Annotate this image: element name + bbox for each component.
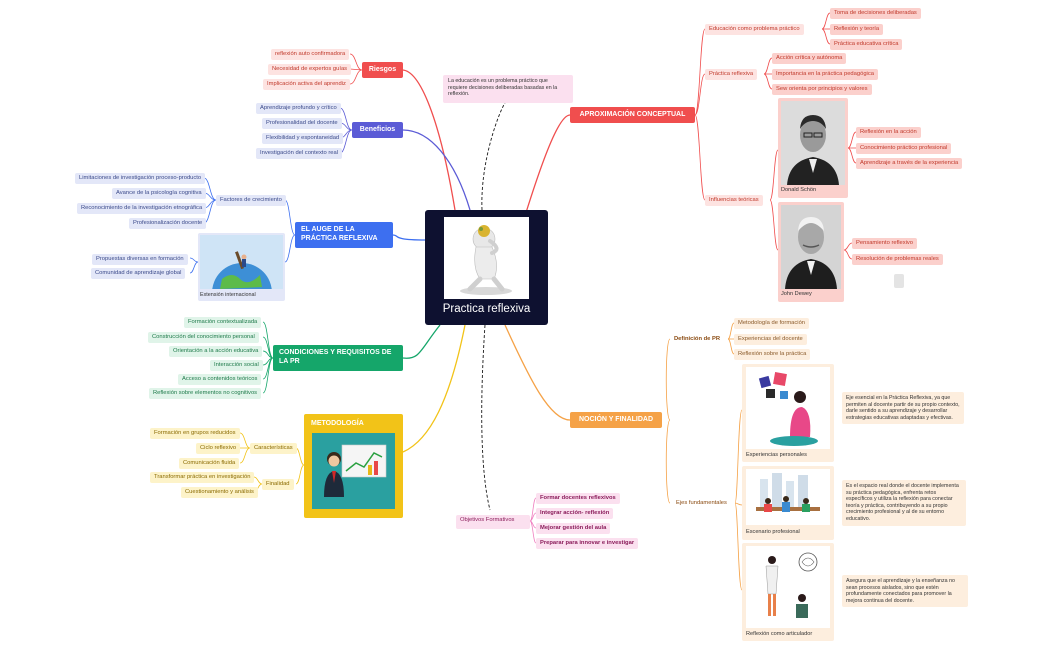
practica-item[interactable]: Importancia en la práctica pedagógica (772, 69, 878, 80)
escenario-illustration (746, 469, 830, 525)
beneficios-label: Beneficios (359, 125, 396, 133)
riesgos-node[interactable]: Riesgos (362, 62, 403, 78)
condiciones-item[interactable]: Formación contextualizada (184, 317, 262, 328)
presenter-image (312, 433, 395, 509)
nocion-node[interactable]: NOCIÓN Y FINALIDAD (570, 412, 662, 428)
objetivos-item[interactable]: Preparar para innovar e investigar (536, 538, 639, 549)
beneficios-item[interactable]: Aprendizaje profundo y crítico (256, 103, 341, 114)
caracteristicas-item[interactable]: Ciclo reflexivo (196, 443, 241, 454)
factores-item[interactable]: Profesionalización docente (129, 218, 207, 229)
schon-caption: Donald Schön (781, 187, 817, 193)
practica-item[interactable]: Sew orienta por principios y valores (772, 84, 872, 95)
caracteristicas-node[interactable]: Características (250, 443, 297, 454)
thinker-figure-image (444, 217, 529, 299)
beneficios-item[interactable]: Flexibilidad y espontaneidad (262, 133, 344, 144)
aproximacion-node[interactable]: APROXIMACIÓN CONCEPTUAL (570, 107, 695, 123)
dewey-item[interactable]: Resolución de problemas reales (852, 254, 943, 265)
educacion-item[interactable]: Práctica educativa crítica (830, 39, 903, 50)
beneficios-node[interactable]: Beneficios (352, 122, 403, 138)
central-topic[interactable]: Practica reflexiva (425, 210, 548, 325)
globe-image (200, 235, 283, 289)
finalidad-item[interactable]: Cuestionamiento y análisis (181, 487, 258, 498)
schon-item[interactable]: Conocimiento práctico profesional (856, 143, 952, 154)
finalidad-node[interactable]: Finalidad (262, 479, 294, 490)
condiciones-item[interactable]: Orientación a la acción educativa (169, 346, 263, 357)
extension-item[interactable]: Comunidad de aprendizaje global (91, 268, 186, 279)
experiencias-illustration (746, 367, 830, 449)
schon-portrait (781, 101, 845, 185)
eje-caption: Experiencias personales (746, 452, 807, 458)
condiciones-label: CONDICIONES Y REQUISITOS DE LA PR (279, 349, 392, 365)
reflexion-illustration (746, 546, 830, 628)
dewey-item[interactable]: Pensamiento reflexivo (852, 238, 918, 249)
dewey-caption: John Dewey (781, 291, 812, 297)
educacion-item[interactable]: Toma de decisiones deliberadas (830, 8, 921, 19)
objetivos-node[interactable]: Objetivos Formativos (456, 515, 530, 529)
metodologia-label: METODOLOGÍA (311, 420, 364, 427)
eje-caption: Escenario profesional (746, 529, 800, 535)
beneficios-item[interactable]: Profesionalidad del docente (262, 118, 342, 129)
schon-item[interactable]: Reflexión en la acción (856, 127, 921, 138)
caracteristicas-item[interactable]: Comunicación fluida (179, 458, 240, 469)
factores-item[interactable]: Reconocimiento de la investigación etnog… (77, 203, 207, 214)
extension-card[interactable]: Extensión internacional (198, 233, 285, 301)
beneficios-item[interactable]: Investigación del contexto real (256, 148, 342, 159)
auge-node[interactable]: EL AUGE DE LA PRÁCTICA REFLEXIVA (295, 222, 393, 248)
condiciones-item[interactable]: Reflexión sobre elementos no cognitivos (149, 388, 262, 399)
condiciones-node[interactable]: CONDICIONES Y REQUISITOS DE LA PR (273, 345, 403, 371)
extension-caption: Extensión internacional (200, 292, 256, 298)
educacion-item[interactable]: Reflexión y teoría (830, 24, 884, 35)
ejes-node[interactable]: Ejes fundamentales (676, 500, 727, 506)
riesgos-item[interactable]: Necesidad de expertos guías (268, 64, 352, 75)
dewey-portrait (781, 205, 841, 289)
definicion-item[interactable]: Experiencias del docente (734, 334, 807, 345)
factores-node[interactable]: Factores de crecimiento (216, 195, 286, 206)
objetivos-item[interactable]: Formar docentes reflexivos (536, 493, 620, 504)
definicion-item[interactable]: Reflexión sobre la práctica (734, 349, 811, 360)
finalidad-item[interactable]: Transformar práctica en investigación (150, 472, 255, 483)
eje-card-escenario[interactable]: Escenario profesional (742, 466, 834, 540)
eje-card-experiencias[interactable]: Experiencias personales (742, 364, 834, 462)
small-placeholder-box (894, 274, 904, 288)
eje-card-reflexion[interactable]: Reflexión como articulador (742, 543, 834, 641)
factores-item[interactable]: Limitaciones de investigación proceso-pr… (75, 173, 206, 184)
objetivos-item[interactable]: Mejorar gestión del aula (536, 523, 611, 534)
schon-item[interactable]: Aprendizaje a través de la experiencia (856, 158, 963, 169)
definicion-item[interactable]: Metodología de formación (734, 318, 810, 329)
definicion-node[interactable]: Definición de PR (674, 336, 721, 342)
practica-item[interactable]: Acción crítica y autónoma (772, 53, 847, 64)
riesgos-item[interactable]: reflexión auto confirmadora (271, 49, 350, 60)
aproximacion-label: APROXIMACIÓN CONCEPTUAL (579, 110, 686, 118)
note-box[interactable]: La educación es un problema práctico que… (443, 75, 573, 103)
metodologia-card[interactable]: METODOLOGÍA (304, 414, 403, 518)
nocion-label: NOCIÓN Y FINALIDAD (578, 415, 654, 423)
riesgos-item[interactable]: Implicación activa del aprendiz (263, 79, 350, 90)
condiciones-item[interactable]: Acceso a contenidos teóricos (178, 374, 262, 385)
dewey-card[interactable]: John Dewey (778, 202, 844, 302)
condiciones-item[interactable]: Interacción social (210, 360, 263, 371)
educacion-node[interactable]: Educación como problema práctico (705, 24, 804, 35)
extension-item[interactable]: Propuestas diversas en formación (92, 254, 188, 265)
eje-caption: Reflexión como articulador (746, 631, 813, 637)
practica-node[interactable]: Práctica reflexiva (705, 69, 758, 80)
caracteristicas-item[interactable]: Formación en grupos reducidos (150, 428, 240, 439)
eje-description: Es el espacio real donde el docente impl… (842, 480, 966, 526)
schon-card[interactable]: Donald Schön (778, 98, 848, 198)
riesgos-label: Riesgos (368, 65, 397, 73)
eje-description: Asegura que el aprendizaje y la enseñanz… (842, 575, 968, 608)
central-title: Practica reflexiva (442, 303, 531, 315)
auge-label: EL AUGE DE LA PRÁCTICA REFLEXIVA (301, 226, 378, 242)
condiciones-item[interactable]: Construcción del conocimiento personal (148, 332, 259, 343)
objetivos-item[interactable]: Integrar acción- reflexión (536, 508, 614, 519)
eje-description: Eje esencial en la Práctica Reflexiva, y… (842, 392, 964, 425)
influencias-node[interactable]: Influencias teóricas (705, 195, 763, 206)
note-text: La educación es un problema práctico que… (448, 78, 558, 98)
factores-item[interactable]: Avance de la psicología cognitiva (112, 188, 206, 199)
